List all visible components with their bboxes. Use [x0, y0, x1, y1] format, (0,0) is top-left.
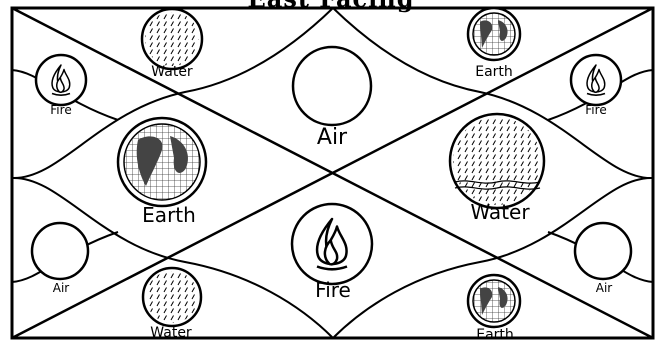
globe-icon: [468, 275, 520, 327]
label-water-top: Water: [151, 64, 193, 80]
fire-icon: [292, 204, 372, 284]
air-icon: [293, 47, 371, 125]
fire-icon: [36, 55, 86, 105]
fire-icon: [571, 55, 621, 105]
label-fire-right: Fire: [585, 103, 606, 117]
label-earth-top: Earth: [475, 64, 513, 80]
air-icon: [575, 223, 631, 279]
air-icon: [32, 223, 88, 279]
globe-icon: [118, 118, 206, 206]
label-earth-left: Earth: [142, 203, 196, 227]
label-fire-left: Fire: [50, 103, 71, 117]
label-air-center: Air: [317, 125, 348, 150]
water-icon: [142, 9, 202, 69]
label-fire-center: Fire: [315, 278, 351, 302]
water-icon: [143, 268, 201, 326]
label-earth-bottom: Earth: [476, 327, 514, 343]
label-water-right: Water: [470, 200, 530, 224]
globe-icon: [468, 8, 520, 60]
label-water-bottom: Water: [150, 325, 192, 341]
label-air-left: Air: [53, 281, 70, 295]
page-title: East Facing: [0, 0, 662, 11]
water-icon: [450, 114, 544, 208]
label-air-right: Air: [596, 281, 613, 295]
